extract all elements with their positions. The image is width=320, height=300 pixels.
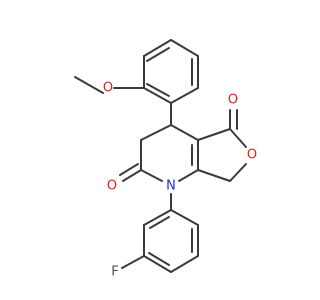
bond-lines (74, 39, 247, 273)
ring-nitrogen-label: N (166, 179, 176, 194)
methoxy-oxygen-label: O (103, 81, 113, 96)
molecule-diagram: O O O O N F (74, 39, 257, 280)
fluorine-label: F (111, 265, 118, 280)
ketone-oxygen-top-label: O (228, 93, 238, 108)
ketone-oxygen-left-label: O (107, 179, 117, 194)
ring-oxygen-label: O (247, 148, 257, 163)
